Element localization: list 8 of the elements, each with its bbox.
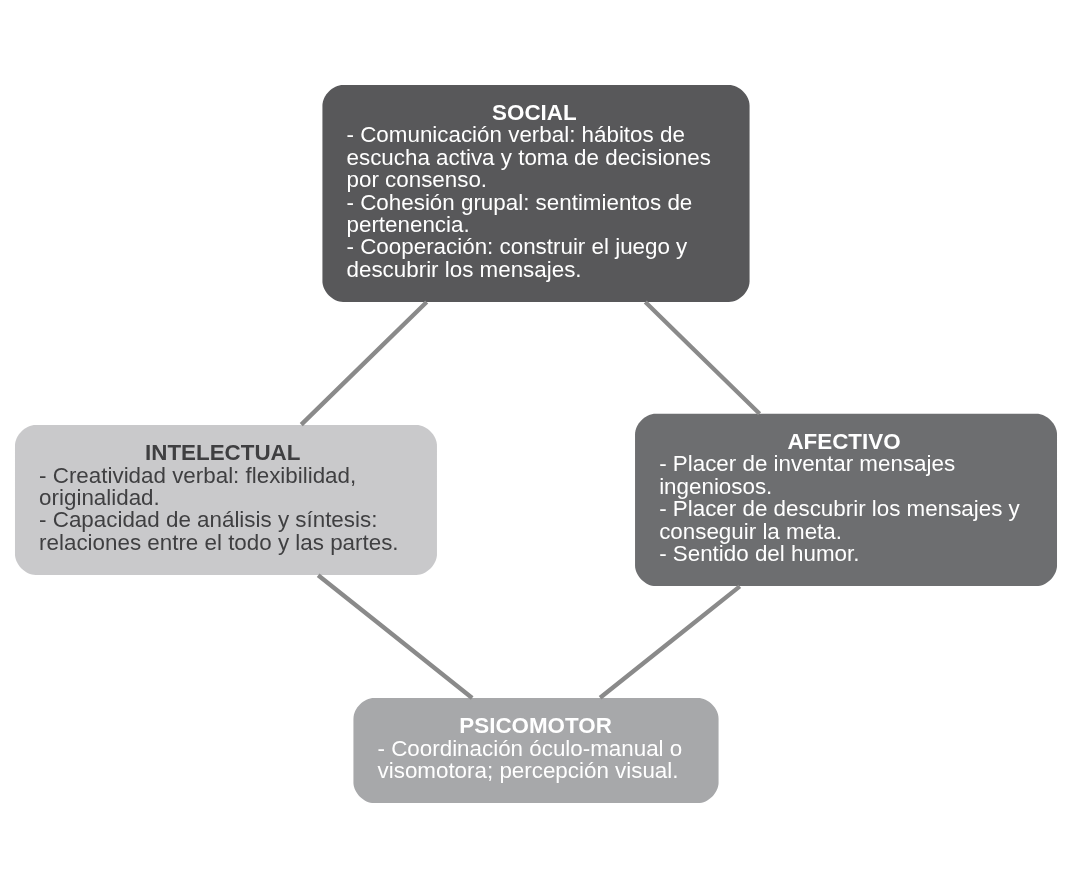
connector [598, 584, 742, 700]
node-box: SOCIAL - Comunicación verbal: hábitos de escucha activa y toma de decisiones por consenso. - Cohesión grupal: sentimientos de pertenencia. - Cooperación: construir el juego y descubrir los mensajes. [322, 84, 750, 302]
node-box: PSICOMOTOR - Coordinación óculo-manual o visomotora; percepción visual. [353, 698, 719, 804]
connector [316, 573, 474, 700]
connector [643, 300, 762, 416]
node-box: INTELECTUAL - Creatividad verbal: flexibilidad, originalidad. - Capacidad de análisis y síntesis: relaciones entre el todo y las partes. [15, 425, 437, 575]
node-box: AFECTIVO - Placer de inventar mensajes ingeniosos. - Placer de descubrir los mensajes y conseguir la meta. - Sentido del humor. [635, 413, 1057, 587]
connector [299, 300, 429, 427]
